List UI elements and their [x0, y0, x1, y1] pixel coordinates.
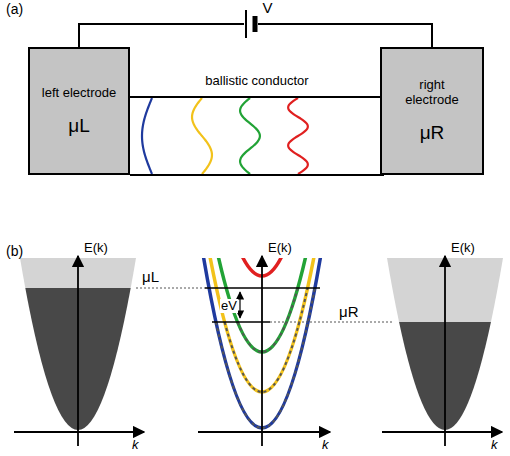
occupied-states — [216, 288, 315, 428]
axis-label: k — [322, 438, 329, 452]
conductor-outline — [130, 96, 384, 176]
axes — [14, 256, 502, 446]
electrode-name: right electrode — [392, 78, 472, 108]
bias-label: eV — [220, 299, 238, 313]
mode-wave — [142, 98, 152, 174]
chemical-potential: μR — [420, 122, 445, 144]
chemical-potential: μL — [68, 115, 90, 137]
voltage-label: V — [262, 0, 274, 17]
mode-wave — [240, 98, 260, 174]
potential-label: μR — [338, 304, 359, 321]
potential-label: μL — [141, 269, 160, 286]
mode-wave — [288, 98, 308, 174]
axis-label: E(k) — [84, 241, 108, 255]
bias-arrow — [240, 292, 241, 318]
electrode-box: left electrode μL — [28, 47, 130, 175]
mode-wave — [192, 98, 212, 174]
panel-letter: (b) — [6, 244, 23, 259]
conductor-modes — [142, 98, 308, 174]
electrode-box: right electrode μR — [380, 47, 484, 175]
axis-label: k — [132, 438, 139, 452]
potential-levels — [136, 288, 392, 322]
axis-label: E(k) — [451, 241, 475, 255]
conductor-name: ballistic conductor — [130, 70, 384, 89]
axis-label: k — [491, 438, 498, 452]
panel-letter: (a) — [6, 2, 23, 17]
conductor-channel: ballistic conductor — [130, 70, 384, 176]
axis-label: E(k) — [268, 241, 292, 255]
electrode-name: left electrode — [42, 86, 116, 101]
